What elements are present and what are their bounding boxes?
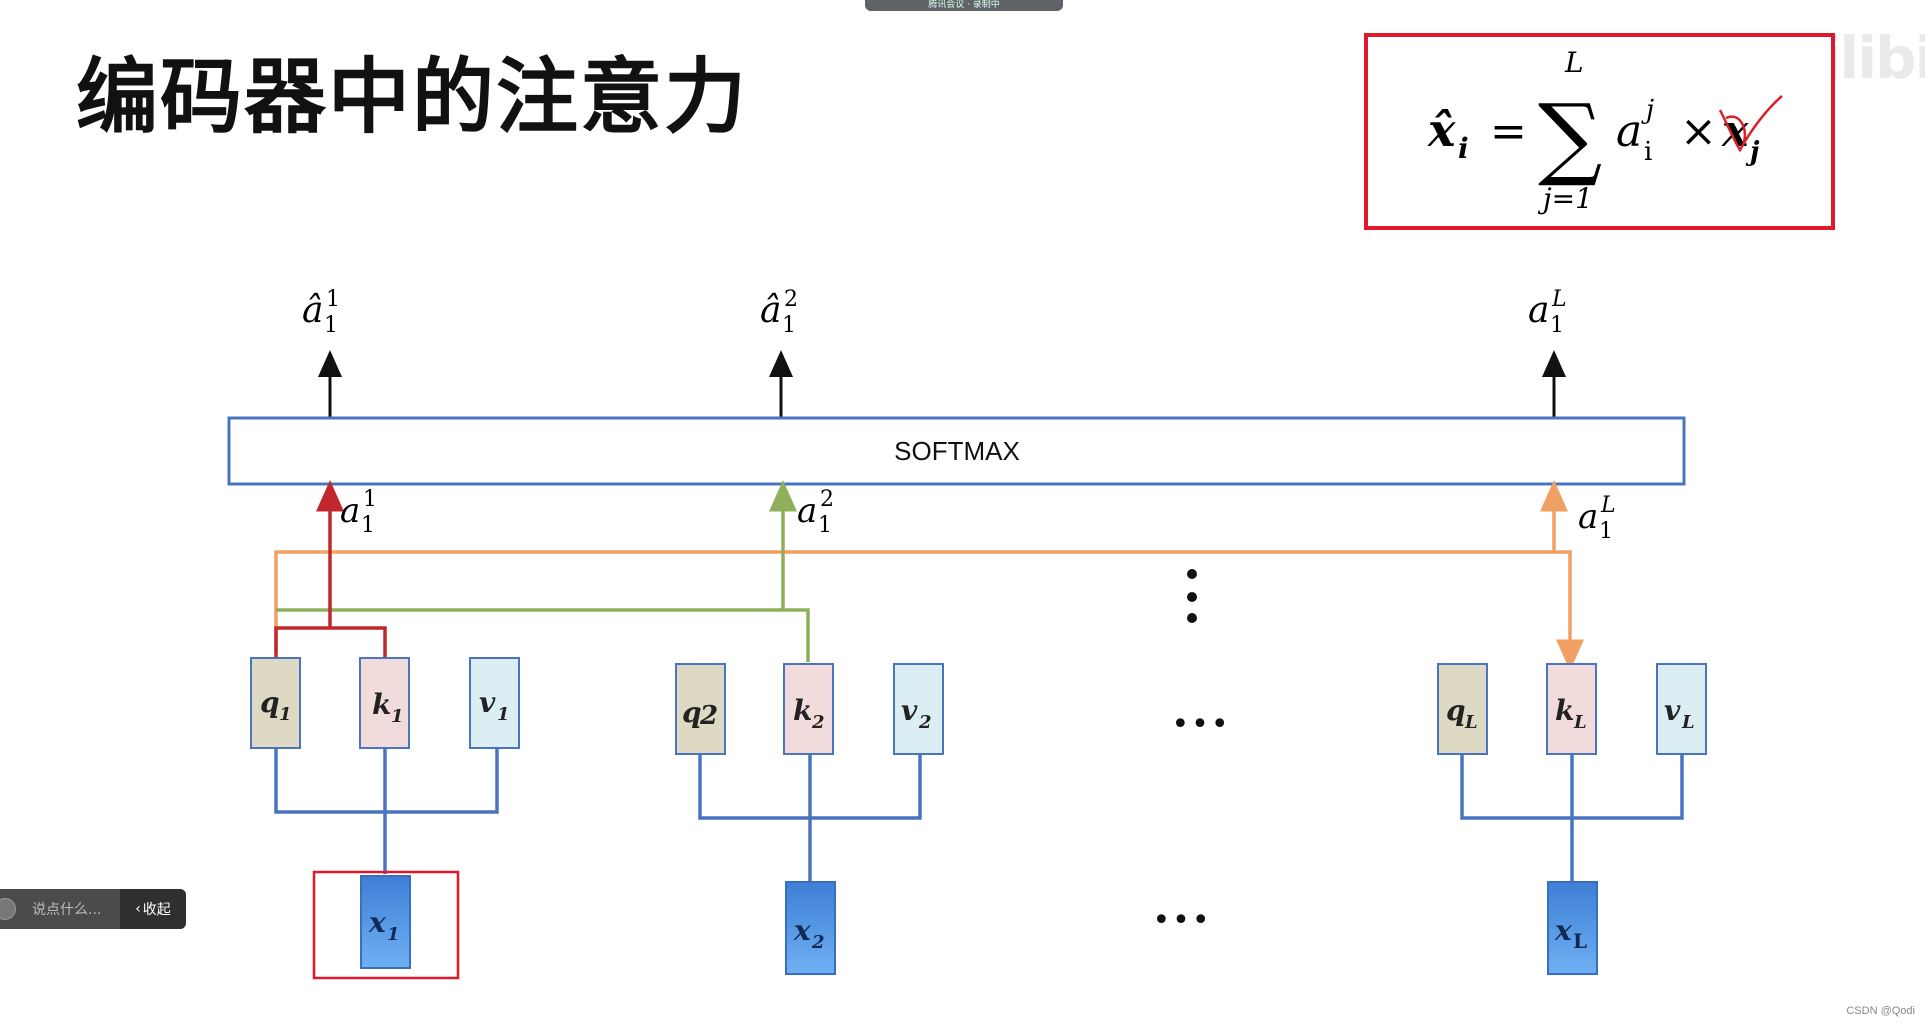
formula-equals: = [1490,106,1527,157]
vertical-ellipsis [1187,569,1197,623]
v1-box [469,657,520,749]
k2-label-var: k [793,694,812,727]
k2-box [783,663,834,755]
output-label-2-sub: 1 [782,313,796,338]
k2-label-sub: 2 [811,712,825,733]
v2-label-var: v [901,694,918,727]
score-label-2-sub: 1 [818,513,832,538]
v1-label-var: v [479,686,496,719]
kL-label-sub: L [1573,712,1587,733]
x2-box [785,881,836,975]
q2-label-var: q [682,696,702,729]
output-label-2-sup: 2 [784,287,798,312]
score-label-L-var: a [1578,497,1598,537]
formula-sum-lower: j=1 [1537,182,1593,215]
score-label-2-sup: 2 [820,487,834,512]
score-label-1-sub: 1 [361,513,375,538]
x1-box [360,875,411,969]
xL-box [1547,881,1598,975]
horizontal-ellipsis-x: ••• [1152,903,1211,938]
formula: x̂ i = ∑ L j=1 a i j × x j [1427,46,1760,215]
emoji-icon[interactable] [0,898,16,920]
output-label-L-sup: L [1551,287,1567,312]
xL-label-sub: L [1573,929,1587,953]
formula-box [1364,33,1835,230]
v2-label-sub: 2 [918,712,932,733]
k1-label-sub: 1 [391,706,404,727]
qL-label-var: q [1446,694,1466,727]
attention-path-q1-kL [274,550,1584,671]
q2-label-sub: 2 [699,701,718,731]
kL-box [1546,663,1597,755]
k1-label-var: k [372,688,391,721]
x1-label-var: x [368,906,386,939]
output-label-1-sub: 1 [324,313,338,338]
formula-a-sub: i [1644,137,1652,167]
v1-label-sub: 1 [497,704,510,725]
handwritten-check-mark [1718,95,1783,153]
score-label-2-var: a [797,491,817,531]
score-label-L-sup: L [1600,493,1616,518]
output-label-2-var: â [760,290,781,331]
attention-path-q1-k2 [276,608,810,662]
formula-times: × [1680,106,1717,157]
q1-label-sub: 1 [279,704,292,725]
score-label-1-sup: 1 [363,487,377,512]
csdn-credit: CSDN @Qodi [1846,1005,1915,1017]
vL-label-sub: L [1681,712,1695,733]
x2-label-var: x [793,914,811,947]
softmax-box [227,416,1686,486]
softmax-label: SOFTMAX [894,436,1020,466]
formula-sum-upper: L [1564,46,1584,79]
chevron-left-icon: ‹ [135,901,141,917]
formula-sum-symbol: ∑ [1538,85,1602,190]
output-label-1-var: â [302,290,323,331]
xL-label-var: x [1554,914,1572,947]
q1-box [250,657,301,749]
kL-label-var: k [1555,694,1574,727]
horizontal-ellipsis-qkv: ••• [1171,707,1230,742]
vL-label-var: v [1664,694,1681,727]
x2-label-sub: 2 [811,932,825,953]
formula-lhs-sub: i [1458,132,1469,165]
formula-lhs-var: x̂ [1427,103,1456,157]
vL-box [1656,663,1707,755]
k1-box [359,657,410,749]
output-label-L-sub: 1 [1550,313,1564,338]
q2-box [675,663,726,755]
v2-box [893,663,944,755]
x1-label-sub: 1 [387,924,400,945]
chat-input[interactable]: 说点什么... [32,902,102,918]
q1-label-var: q [260,686,280,719]
collapse-button-label: 收起 [142,902,171,918]
collapse-button[interactable]: ‹ 收起 [120,889,186,929]
slide-title: 编码器中的注意力 [76,50,749,145]
attention-path-q1-k1 [274,626,387,658]
output-label-L-var: a [1528,290,1549,331]
score-label-1-var: a [340,491,360,531]
projection-connectors [274,748,1684,882]
x1-highlight-box [312,870,460,980]
meeting-status-bar: 腾讯会议 · 录制中 [865,0,1063,11]
formula-a-var: a [1616,106,1642,157]
meeting-status-text: 腾讯会议 · 录制中 [928,0,1000,10]
qL-label-sub: L [1464,712,1478,733]
score-label-L-sub: 1 [1599,519,1613,544]
output-label-1-sup: 1 [326,287,340,312]
qL-box [1437,663,1488,755]
chat-bar: 说点什么... ‹ 收起 [0,889,186,929]
